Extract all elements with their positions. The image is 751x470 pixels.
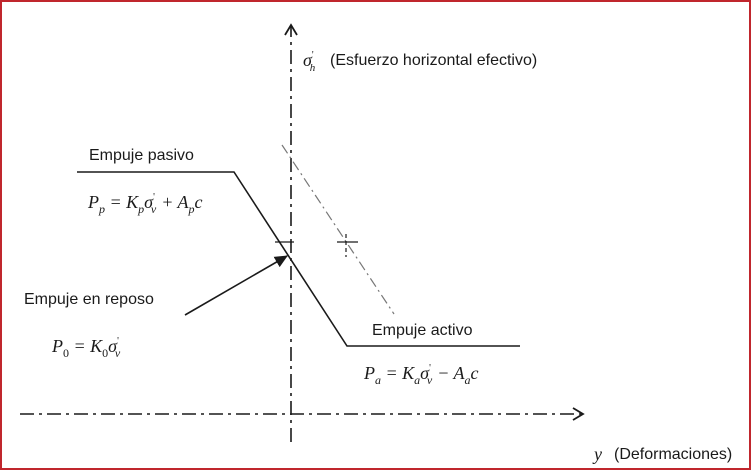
rest-formula: P0 = K0σ'v xyxy=(51,336,121,360)
shifted-curve-line xyxy=(281,144,395,315)
rest-pointer-arrow xyxy=(184,255,288,316)
rest-title: Empuje en reposo xyxy=(24,291,154,308)
pressure-curve xyxy=(77,171,520,347)
x-axis-symbol: y xyxy=(592,444,602,464)
passive-formula: Pp = Kpσ'v+ Apc xyxy=(87,192,203,216)
sigma-h-symbol: σ'h xyxy=(303,50,316,74)
passive-title: Empuje pasivo xyxy=(89,147,194,164)
y-axis-label: (Esfuerzo horizontal efectivo) xyxy=(330,52,537,69)
x-axis-label: (Deformaciones) xyxy=(614,446,732,463)
active-title: Empuje activo xyxy=(372,322,473,339)
active-formula: Pa = Kaσ'v− Aac xyxy=(363,363,479,387)
